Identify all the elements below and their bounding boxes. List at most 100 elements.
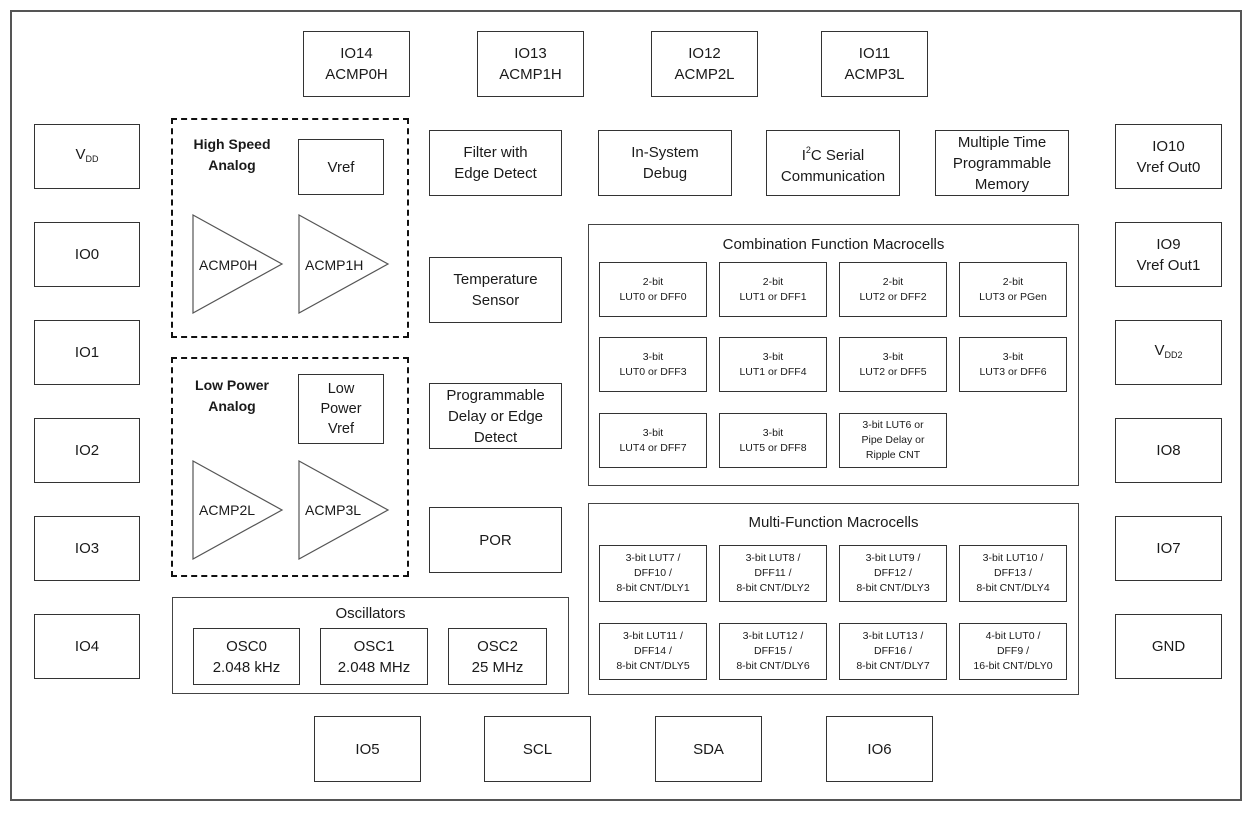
comb-cell-3: 2-bit LUT2 or DFF2	[839, 262, 947, 317]
temperature-sensor-label: Temperature Sensor	[453, 271, 538, 309]
chip-outline	[10, 10, 1242, 801]
comb-cell-1-label: 2-bit LUT0 or DFF0	[619, 275, 687, 303]
pin-vdd2-main: V	[1154, 341, 1165, 359]
pin-io5: IO5	[314, 716, 421, 782]
osc2: OSC2 25 MHz	[448, 628, 547, 685]
pin-io1: IO1	[34, 320, 140, 385]
programmable-delay: Programmable Delay or Edge Detect	[429, 383, 562, 449]
acmp2l-label: ACMP2L	[199, 502, 256, 518]
pin-io2-label: IO2	[74, 442, 100, 459]
pin-io10: IO10 Vref Out0	[1115, 124, 1222, 189]
pin-vdd: VDD	[34, 124, 140, 189]
multi-cell-3: 3-bit LUT9 / DFF12 / 8-bit CNT/DLY3	[839, 545, 947, 602]
i2c-line2: Communication	[780, 167, 886, 185]
combination-macrocells-title: Combination Function Macrocells	[722, 236, 945, 253]
multi-cell-2-label: 3-bit LUT8 / DFF11 / 8-bit CNT/DLY2	[736, 552, 810, 594]
pin-io13-name: IO13	[514, 45, 547, 62]
osc2-label: OSC2 25 MHz	[471, 637, 524, 676]
acmp0h-label: ACMP0H	[199, 257, 258, 273]
pin-io14-name: IO14	[340, 45, 373, 62]
pin-vdd-sub: DD	[85, 153, 99, 164]
low-power-vref: Low Power Vref	[298, 374, 384, 444]
comb-cell-6: 3-bit LUT1 or DFF4	[719, 337, 827, 392]
pin-io1-label: IO1	[74, 344, 100, 361]
comb-cell-5-label: 3-bit LUT0 or DFF3	[619, 350, 687, 378]
osc0: OSC0 2.048 kHz	[193, 628, 300, 685]
por-block: POR	[429, 507, 562, 573]
high-speed-analog-title: High Speed Analog	[193, 136, 271, 173]
pin-vdd-main: V	[75, 145, 86, 163]
in-system-debug: In-System Debug	[598, 130, 732, 196]
multi-cell-1: 3-bit LUT7 / DFF10 / 8-bit CNT/DLY1	[599, 545, 707, 602]
acmp2l-triangle	[192, 460, 284, 560]
pin-io9-label: IO9 Vref Out1	[1136, 235, 1201, 274]
low-power-vref-label: Low Power Vref	[320, 381, 362, 437]
multi-cell-7: 3-bit LUT13 / DFF16 / 8-bit CNT/DLY7	[839, 623, 947, 680]
pin-io7: IO7	[1115, 516, 1222, 581]
multi-cell-4: 3-bit LUT10 / DFF13 / 8-bit CNT/DLY4	[959, 545, 1067, 602]
acmp3l-triangle	[298, 460, 390, 560]
pin-io6-label: IO6	[867, 740, 892, 758]
comb-cell-9-label: 3-bit LUT4 or DFF7	[619, 426, 687, 454]
multi-cell-8: 4-bit LUT0 / DFF9 / 16-bit CNT/DLY0	[959, 623, 1067, 680]
osc1: OSC1 2.048 MHz	[320, 628, 428, 685]
pin-io8-label: IO8	[1156, 442, 1181, 459]
pin-io12-name: IO12	[688, 45, 721, 62]
pin-io0-label: IO0	[74, 246, 100, 263]
multi-cell-8-label: 4-bit LUT0 / DFF9 / 16-bit CNT/DLY0	[973, 630, 1053, 672]
pin-io14-func: ACMP0H	[325, 66, 388, 83]
acmp0h-triangle	[192, 214, 284, 314]
pin-io6: IO6	[826, 716, 933, 782]
oscillators-title: Oscillators	[335, 605, 406, 622]
mtp-memory: Multiple Time Programmable Memory	[935, 130, 1069, 196]
high-speed-vref-label: Vref	[327, 158, 355, 176]
comb-cell-2-label: 2-bit LUT1 or DFF1	[739, 275, 807, 303]
pin-io7-label: IO7	[1156, 540, 1181, 557]
comb-cell-8: 3-bit LUT3 or DFF6	[959, 337, 1067, 392]
multi-cell-4-label: 3-bit LUT10 / DFF13 / 8-bit CNT/DLY4	[976, 552, 1050, 594]
pin-sda: SDA	[655, 716, 762, 782]
in-system-debug-label: In-System Debug	[631, 144, 699, 182]
programmable-delay-label: Programmable Delay or Edge Detect	[446, 386, 545, 446]
multi-cell-7-label: 3-bit LUT13 / DFF16 / 8-bit CNT/DLY7	[856, 630, 930, 672]
pin-scl-label: SCL	[522, 740, 553, 758]
pin-io9: IO9 Vref Out1	[1115, 222, 1222, 287]
comb-cell-3-label: 2-bit LUT2 or DFF2	[859, 275, 927, 303]
multi-cell-6-label: 3-bit LUT12 / DFF15 / 8-bit CNT/DLY6	[736, 630, 810, 672]
i2c-sup: 2	[805, 144, 811, 155]
comb-cell-5: 3-bit LUT0 or DFF3	[599, 337, 707, 392]
pin-scl: SCL	[484, 716, 591, 782]
combination-macrocells-group	[588, 224, 1079, 486]
i2c-pre: I	[801, 146, 806, 164]
comb-cell-7-label: 3-bit LUT2 or DFF5	[859, 350, 927, 378]
pin-io10-label: IO10 Vref Out0	[1136, 137, 1201, 176]
comb-cell-1: 2-bit LUT0 or DFF0	[599, 262, 707, 317]
oscillators-group	[172, 597, 569, 694]
pin-io4: IO4	[34, 614, 140, 679]
comb-cell-11: 3-bit LUT6 or Pipe Delay or Ripple CNT	[839, 413, 947, 468]
pin-io4-label: IO4	[74, 638, 100, 655]
acmp1h-triangle	[298, 214, 390, 314]
pin-vdd2-sub: DD2	[1164, 349, 1183, 360]
pin-io2: IO2	[34, 418, 140, 483]
high-speed-analog-group	[171, 118, 409, 338]
comb-cell-6-label: 3-bit LUT1 or DFF4	[739, 350, 807, 378]
high-speed-vref: Vref	[298, 139, 384, 195]
multi-cell-2: 3-bit LUT8 / DFF11 / 8-bit CNT/DLY2	[719, 545, 827, 602]
acmp3l-label: ACMP3L	[305, 502, 362, 518]
multi-cell-5-label: 3-bit LUT11 / DFF14 / 8-bit CNT/DLY5	[616, 630, 690, 672]
multi-cell-1-label: 3-bit LUT7 / DFF10 / 8-bit CNT/DLY1	[616, 552, 690, 594]
acmp1h-label: ACMP1H	[305, 257, 364, 273]
i2c-post: C Serial	[810, 146, 865, 164]
comb-cell-10: 3-bit LUT5 or DFF8	[719, 413, 827, 468]
pin-io3: IO3	[34, 516, 140, 581]
